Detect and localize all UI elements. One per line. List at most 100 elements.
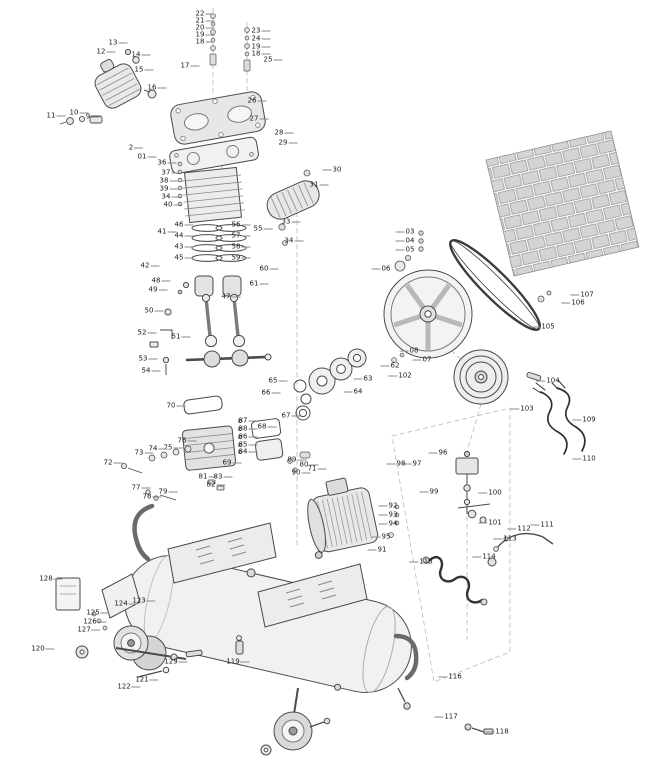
part-number-label: 21: [195, 16, 205, 25]
leader-line: [205, 27, 215, 29]
part-number-label: 79: [158, 487, 168, 496]
leader-line: [240, 661, 250, 663]
part-number-label: 58: [231, 242, 241, 251]
part-callout-96: 96: [428, 448, 448, 457]
leader-line: [371, 536, 381, 538]
part-callout-33: 33: [282, 218, 301, 226]
leader-line: [409, 561, 419, 563]
part-number-label: 72: [103, 458, 113, 467]
leader-line: [263, 228, 273, 230]
part-callout-18: 18: [251, 49, 271, 58]
part-number-label: 119: [226, 657, 240, 666]
bearing-parts: [293, 379, 312, 421]
part-callout-66: 66: [262, 389, 281, 397]
leader-line: [261, 30, 271, 32]
part-number-label: 05: [405, 245, 415, 254]
leader-line: [294, 240, 304, 242]
part-number-label: 117: [444, 712, 458, 721]
part-callout-41: 41: [157, 227, 177, 236]
part-callout-124: 124: [114, 600, 138, 608]
part-callout-28: 28: [275, 129, 294, 137]
leader-line: [259, 283, 269, 285]
leader-line: [148, 358, 158, 360]
part-callout-17: 17: [181, 62, 200, 70]
part-callout-18: 18: [196, 38, 215, 46]
part-callout-111: 111: [530, 521, 554, 529]
part-number-label: 41: [157, 227, 167, 236]
guard-fasteners: [537, 290, 552, 303]
part-callout-125: 125: [86, 609, 110, 617]
belt-guard-grid: [485, 130, 640, 277]
part-callout-62: 62: [380, 362, 399, 370]
part-callout-46: 46: [175, 221, 194, 229]
part-number-label: 19: [195, 30, 205, 39]
part-callout-24: 24: [251, 34, 271, 43]
leader-line: [319, 184, 329, 186]
part-number-label: 92: [388, 501, 398, 510]
oil-parts: [149, 308, 173, 375]
part-number-label: 96: [438, 448, 448, 457]
part-number-label: 30: [332, 165, 342, 174]
part-callout-118: 118: [485, 728, 509, 736]
part-number-label: 42: [140, 261, 150, 270]
leader-line: [147, 332, 157, 334]
part-number-label: 01: [137, 152, 147, 161]
part-callout-59: 59: [232, 254, 251, 262]
part-number-label: 74: [148, 444, 158, 453]
part-number-label: 120: [31, 644, 45, 653]
part-callout-14: 14: [132, 51, 151, 59]
part-callout-63: 63: [353, 375, 372, 383]
leader-line: [231, 296, 241, 298]
rear-wheel: [260, 687, 331, 756]
part-callout-86: 86: [239, 433, 258, 441]
part-number-label: 67: [281, 411, 291, 420]
leader-line: [419, 491, 429, 493]
discharge-hose: [426, 555, 484, 604]
leader-line: [146, 600, 156, 602]
part-callout-36: 36: [157, 158, 177, 167]
part-callout-60: 60: [260, 265, 279, 273]
part-callout-75: 75: [164, 444, 183, 452]
part-number-label: 36: [157, 158, 167, 167]
part-number-label: 89: [287, 455, 297, 464]
part-number-label: 43: [174, 242, 184, 251]
part-callout-101: 101: [478, 519, 502, 527]
part-callout-19: 19: [195, 30, 215, 39]
part-callout-93: 93: [378, 511, 397, 519]
leader-line: [261, 46, 271, 48]
crankcase-cover-gasket: [251, 418, 282, 439]
intake-muffler: [266, 180, 320, 220]
part-callout-81: 81: [199, 473, 218, 481]
piston-rings: [191, 224, 247, 262]
part-number-label: 105: [541, 322, 555, 331]
leader-line: [171, 196, 181, 198]
part-callout-84: 84: [239, 448, 258, 456]
leader-line: [367, 549, 377, 551]
part-callout-79: 79: [158, 487, 178, 496]
leader-line: [141, 487, 151, 489]
leader-line: [248, 428, 258, 430]
leader-line: [161, 280, 171, 282]
electric-motor: [307, 477, 379, 559]
part-callout-64: 64: [343, 388, 362, 396]
part-number-label: 45: [174, 253, 184, 262]
part-number-label: 11: [46, 111, 56, 120]
axle-parts: [137, 635, 244, 678]
leader-line: [371, 268, 381, 270]
leader-line: [232, 462, 242, 464]
leader-line: [395, 231, 405, 233]
leader-line: [168, 491, 178, 493]
bottom-left-parts: [55, 573, 141, 631]
part-callout-116: 116: [438, 673, 462, 681]
leader-line: [434, 716, 444, 718]
leader-line: [378, 523, 388, 525]
part-number-label: 24: [251, 34, 261, 43]
pistons-and-rods: [177, 275, 246, 348]
part-callout-58: 58: [231, 242, 251, 251]
part-callout-48: 48: [152, 277, 171, 285]
part-callout-65: 65: [269, 377, 288, 385]
part-number-label: 18: [251, 49, 261, 58]
part-callout-98: 98: [386, 460, 405, 468]
part-callout-92: 92: [378, 501, 398, 510]
leader-line: [269, 268, 279, 270]
